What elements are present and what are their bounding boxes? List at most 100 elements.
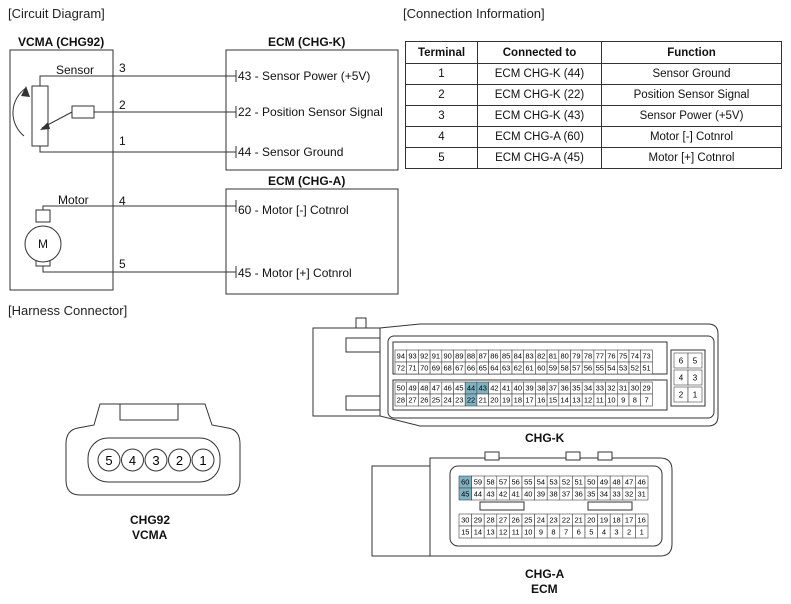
pin-label: 16 <box>638 516 646 525</box>
pin-label: 9 <box>539 528 543 537</box>
pin-label: 80 <box>560 352 568 361</box>
ecm-k-title: ECM (CHG-K) <box>268 35 346 49</box>
chga-pin <box>635 487 649 501</box>
pin-label: 38 <box>537 384 545 393</box>
pin-label: 56 <box>584 364 592 373</box>
ecm-a-pin-45: 45 - Motor [+] Cotnrol <box>238 266 352 280</box>
pin-label: 93 <box>408 352 416 361</box>
pin-label: 37 <box>562 490 570 499</box>
chgk-name: CHG-K <box>525 431 565 445</box>
pin-label: 79 <box>572 352 580 361</box>
pin-label: 51 <box>575 478 583 487</box>
pin-label: 4 <box>602 528 606 537</box>
vcma-pin-5: 5 <box>119 257 126 271</box>
pin-label: 86 <box>490 352 498 361</box>
pin-label: 81 <box>549 352 557 361</box>
circuit-diagram-heading: [Circuit Diagram] <box>8 6 105 21</box>
pin-label: 43 <box>479 384 487 393</box>
ecm-k-pin-22: 22 - Position Sensor Signal <box>238 105 383 119</box>
pin-label: 36 <box>560 384 568 393</box>
chg92-name: CHG92 <box>130 513 171 527</box>
pin-label: 52 <box>631 364 639 373</box>
pin-label: 26 <box>420 396 428 405</box>
pin-label: 90 <box>443 352 451 361</box>
pin-label: 25 <box>432 396 440 405</box>
chg92-sub: VCMA <box>132 528 168 542</box>
pin-label: 82 <box>537 352 545 361</box>
pin-label: 34 <box>600 490 608 499</box>
pin-label: 55 <box>524 478 532 487</box>
pin-label: 5 <box>693 356 698 365</box>
pin-label: 5 <box>589 528 593 537</box>
pin-label: 48 <box>420 384 428 393</box>
pin-label: 58 <box>560 364 568 373</box>
chgk-side-pin <box>687 369 703 386</box>
pin-label: 18 <box>612 516 620 525</box>
chg92-pin <box>97 448 121 472</box>
pin-label: 30 <box>631 384 639 393</box>
function-cell: Motor [+] Cotnrol <box>601 147 782 169</box>
pin-label: 22 <box>562 516 570 525</box>
vcma-pin-4: 4 <box>119 194 126 208</box>
pin-label: 94 <box>397 352 405 361</box>
pin-label: 40 <box>524 490 532 499</box>
pin-label: 74 <box>631 352 639 361</box>
pin-label: 28 <box>486 516 494 525</box>
pin-label: 71 <box>408 364 416 373</box>
pin-label: 1 <box>640 528 644 537</box>
pin-label: 84 <box>514 352 522 361</box>
pin-label: 50 <box>397 384 405 393</box>
chg92-pin-label: 5 <box>105 453 112 468</box>
ecm-k-pin-43: 43 - Sensor Power (+5V) <box>238 69 371 83</box>
pin-label: 13 <box>572 396 580 405</box>
chg92-pin <box>191 448 215 472</box>
ecm-a-title: ECM (CHG-A) <box>268 174 346 188</box>
pin-label: 52 <box>562 478 570 487</box>
pin-label: 6 <box>577 528 581 537</box>
pin-label: 72 <box>397 364 405 373</box>
pin-label: 57 <box>572 364 580 373</box>
vcma-pin-2: 2 <box>119 98 126 112</box>
pin-label: 6 <box>679 356 684 365</box>
pin-label: 54 <box>607 364 615 373</box>
pin-label: 3 <box>614 528 618 537</box>
pin-label: 78 <box>584 352 592 361</box>
chg92-pin-label: 3 <box>152 453 159 468</box>
pin-label: 57 <box>499 478 507 487</box>
pin-label: 89 <box>455 352 463 361</box>
pin-label: 54 <box>537 478 545 487</box>
pin-label: 39 <box>537 490 545 499</box>
pin-label: 21 <box>479 396 487 405</box>
chgk-side-pin <box>687 352 703 369</box>
pin-label: 19 <box>600 516 608 525</box>
pin-label: 22 <box>467 396 475 405</box>
pin-label: 9 <box>621 396 625 405</box>
pin-label: 76 <box>607 352 615 361</box>
chga-name: CHG-A <box>525 567 565 581</box>
pin-label: 11 <box>512 528 520 537</box>
chg92-pin <box>144 448 168 472</box>
connected-cell: ECM CHG-A (45) <box>477 147 602 169</box>
chg92-pin <box>168 448 191 472</box>
pin-label: 30 <box>461 516 469 525</box>
pin-label: 23 <box>549 516 557 525</box>
pin-label: 67 <box>455 364 463 373</box>
pin-label: 24 <box>537 516 545 525</box>
pin-label: 44 <box>474 490 482 499</box>
pin-label: 83 <box>525 352 533 361</box>
pin-label: 55 <box>596 364 604 373</box>
table-header-row: Terminal Connected to Function <box>405 41 782 64</box>
pin-label: 33 <box>596 384 604 393</box>
pin-label: 26 <box>512 516 520 525</box>
pin-label: 2 <box>627 528 631 537</box>
pin-label: 34 <box>584 384 592 393</box>
pin-label: 27 <box>499 516 507 525</box>
pin-label: 44 <box>467 384 475 393</box>
chga-sub: ECM <box>531 582 558 596</box>
